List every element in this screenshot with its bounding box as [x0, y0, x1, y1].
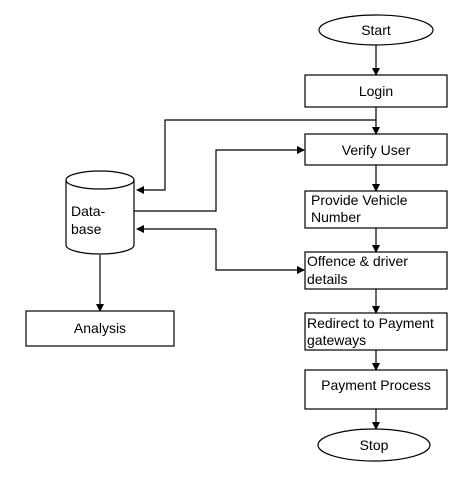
redirect-payment-label-line1: Redirect to Payment [307, 315, 434, 331]
verify-user-label: Verify User [342, 142, 411, 158]
analysis-label: Analysis [74, 320, 126, 336]
stop-node: Stop [317, 428, 431, 462]
connectors [96, 45, 380, 430]
provide-vehicle-label-line1: Provide Vehicle [311, 192, 408, 208]
start-label: Start [361, 22, 391, 38]
provide-vehicle-node: Provide Vehicle Number [304, 190, 448, 229]
login-label: Login [359, 83, 393, 99]
analysis-node: Analysis [25, 310, 175, 347]
offence-details-node: Offence & driver details [304, 251, 448, 290]
provide-vehicle-label-line2: Number [311, 209, 361, 225]
offence-details-label-line1: Offence & driver [307, 253, 408, 269]
edge-login-database [136, 119, 376, 194]
redirect-payment-node: Redirect to Payment gateways [304, 312, 448, 351]
verify-user-node: Verify User [304, 133, 448, 166]
stop-label: Stop [360, 437, 389, 453]
redirect-payment-label-line2: gateways [307, 332, 366, 348]
start-node: Start [318, 14, 434, 46]
payment-process-label: Payment Process [321, 377, 431, 393]
database-label-line1: Data- [71, 203, 106, 219]
offence-details-label-line2: details [307, 271, 347, 287]
login-node: Login [304, 74, 448, 108]
payment-process-node: Payment Process [304, 369, 448, 410]
edge-database-verify [134, 146, 305, 212]
edge-database-offence [215, 229, 305, 274]
database-label-line2: base [71, 221, 102, 237]
database-node: Data- base [65, 170, 135, 255]
